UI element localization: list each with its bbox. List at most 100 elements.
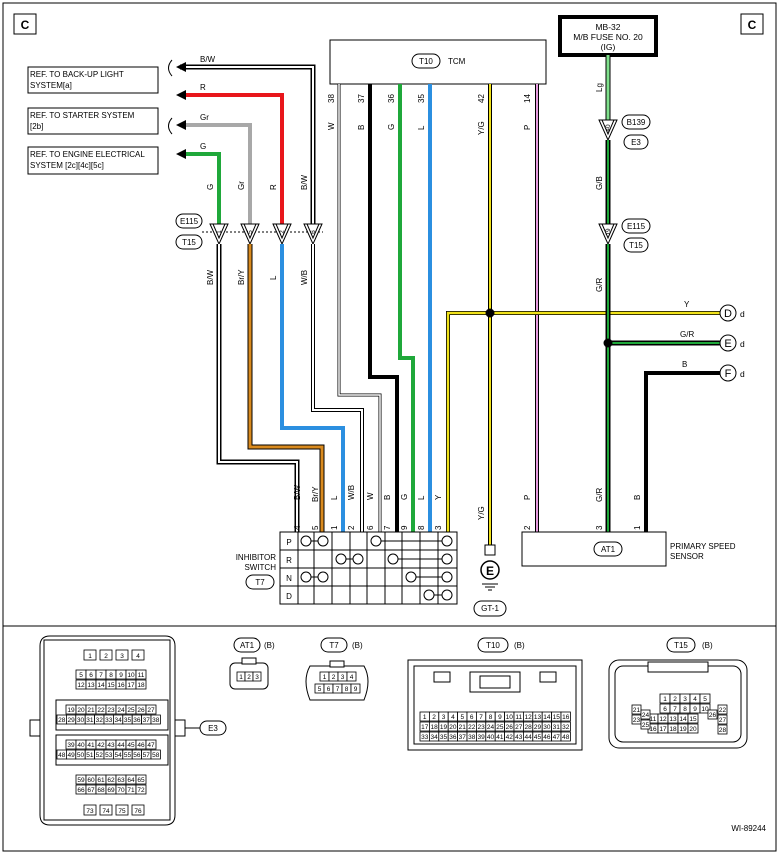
svg-text:1: 1 bbox=[216, 230, 223, 234]
wire-y bbox=[446, 311, 720, 532]
e115-left-ref2-oval bbox=[175, 234, 203, 250]
t15-pin: 13 bbox=[667, 713, 679, 724]
inhibitor-label2: SWITCH bbox=[244, 563, 276, 572]
svg-text:69: 69 bbox=[107, 787, 115, 794]
e115-upper-color-3: R bbox=[269, 184, 278, 190]
wire-g bbox=[176, 149, 221, 225]
svg-text:2: 2 bbox=[279, 230, 286, 234]
svg-text:1: 1 bbox=[88, 653, 92, 660]
t7-view-suffix: (B) bbox=[352, 641, 363, 650]
b139-pin: 40 bbox=[598, 119, 618, 142]
e3-pin: 58 bbox=[150, 749, 161, 760]
inhibitor-pin-colors: B/W Br/Y L W/B W B G L Y bbox=[293, 484, 443, 502]
t15-pin: 14 bbox=[677, 713, 689, 724]
svg-text:70: 70 bbox=[117, 787, 125, 794]
sensor-ref: AT1 bbox=[601, 545, 616, 554]
t10-pin: 13 bbox=[532, 711, 543, 722]
wire-label-gr-right: G/R bbox=[680, 330, 694, 339]
svg-text:3: 3 bbox=[255, 674, 259, 681]
svg-text:73: 73 bbox=[86, 808, 94, 815]
svg-text:22: 22 bbox=[97, 707, 105, 714]
e3-pin: 5 bbox=[75, 669, 87, 680]
ground-ref: GT-1 bbox=[481, 604, 499, 613]
t10-pin: 1 bbox=[419, 711, 430, 722]
t15-pin: 4 bbox=[689, 693, 701, 704]
t10-pin: 4 bbox=[447, 711, 459, 722]
svg-text:6: 6 bbox=[89, 672, 93, 679]
svg-text:28: 28 bbox=[58, 717, 66, 724]
svg-text:49: 49 bbox=[67, 752, 75, 759]
wire-bw-lower bbox=[216, 244, 300, 532]
svg-text:24: 24 bbox=[487, 724, 495, 731]
t10-pin: 26 bbox=[504, 721, 515, 732]
ground-terminal bbox=[484, 544, 496, 556]
svg-text:L: L bbox=[417, 125, 426, 130]
svg-text:41: 41 bbox=[496, 734, 504, 741]
t10-view-ref-oval bbox=[477, 637, 509, 653]
svg-text:44: 44 bbox=[524, 734, 532, 741]
t7-pin: 4 bbox=[346, 671, 357, 682]
e3-pin: 44 bbox=[115, 739, 127, 750]
svg-text:21: 21 bbox=[633, 707, 641, 714]
svg-text:7: 7 bbox=[673, 706, 677, 713]
svg-text:d: d bbox=[740, 309, 745, 319]
t10-pin: 28 bbox=[523, 721, 534, 732]
svg-text:32: 32 bbox=[96, 717, 104, 724]
svg-text:25: 25 bbox=[496, 724, 504, 731]
svg-text:47: 47 bbox=[553, 734, 561, 741]
t10-pin: 31 bbox=[551, 721, 562, 732]
e3-pin: 66 bbox=[75, 784, 87, 795]
wire-l-left bbox=[280, 244, 345, 532]
t15-pin: 10 bbox=[699, 703, 711, 714]
t10-pin: 29 bbox=[532, 721, 543, 732]
figure-id: WI-89244 bbox=[731, 824, 766, 833]
ground-symbol: E bbox=[486, 564, 494, 578]
t15-view-suffix: (B) bbox=[702, 641, 713, 650]
svg-text:Y: Y bbox=[434, 494, 443, 500]
svg-text:1: 1 bbox=[323, 674, 327, 681]
svg-text:22: 22 bbox=[719, 707, 727, 714]
ref-backup-line1: REF. TO BACK-UP LIGHT bbox=[30, 70, 124, 79]
svg-text:11: 11 bbox=[138, 672, 145, 679]
t10-pin: 35 bbox=[438, 731, 449, 742]
svg-text:R: R bbox=[286, 556, 292, 565]
svg-text:B/W: B/W bbox=[293, 484, 302, 500]
svg-text:5: 5 bbox=[318, 686, 322, 693]
svg-text:56: 56 bbox=[133, 752, 141, 759]
svg-text:3: 3 bbox=[442, 714, 446, 721]
page-marker-right: C bbox=[748, 18, 757, 32]
svg-text:4: 4 bbox=[451, 714, 455, 721]
e115-right-pin-19: 19 bbox=[598, 223, 618, 246]
svg-text:46: 46 bbox=[543, 734, 551, 741]
sensor-color-p: P bbox=[523, 495, 532, 500]
svg-text:23: 23 bbox=[633, 717, 641, 724]
e3-pin: 19 bbox=[65, 704, 77, 715]
wire-label-b: B bbox=[682, 360, 687, 369]
e3-pin: 12 bbox=[75, 679, 87, 690]
svg-text:Y/G: Y/G bbox=[477, 121, 486, 135]
svg-text:4: 4 bbox=[293, 525, 302, 530]
svg-text:2: 2 bbox=[332, 674, 336, 681]
svg-text:37: 37 bbox=[143, 717, 151, 724]
e3-pin: 53 bbox=[103, 749, 114, 760]
svg-text:36: 36 bbox=[387, 94, 396, 103]
e3-pin: 23 bbox=[105, 704, 117, 715]
sensor-pin-3: 3 bbox=[595, 525, 604, 530]
fuse-line3: (IG) bbox=[601, 42, 616, 52]
t10-pin: 18 bbox=[428, 721, 440, 732]
svg-text:42: 42 bbox=[477, 94, 486, 103]
svg-text:28: 28 bbox=[524, 724, 532, 731]
e3-pin: 56 bbox=[131, 749, 142, 760]
e3-pin: 65 bbox=[135, 774, 147, 785]
sensor-color-b: B bbox=[633, 495, 642, 500]
t10-pin: 48 bbox=[560, 731, 571, 742]
svg-text:68: 68 bbox=[97, 787, 105, 794]
inhibitor-label1: INHIBITOR bbox=[236, 553, 277, 562]
t15-side-pin: 23 bbox=[631, 714, 642, 725]
sensor-pin-1: 1 bbox=[633, 525, 642, 530]
e3-ref-oval bbox=[199, 720, 227, 736]
svg-text:40: 40 bbox=[77, 742, 85, 749]
t10-pin: 8 bbox=[485, 711, 496, 722]
e3-pin: 64 bbox=[125, 774, 137, 785]
svg-text:B: B bbox=[357, 125, 366, 130]
